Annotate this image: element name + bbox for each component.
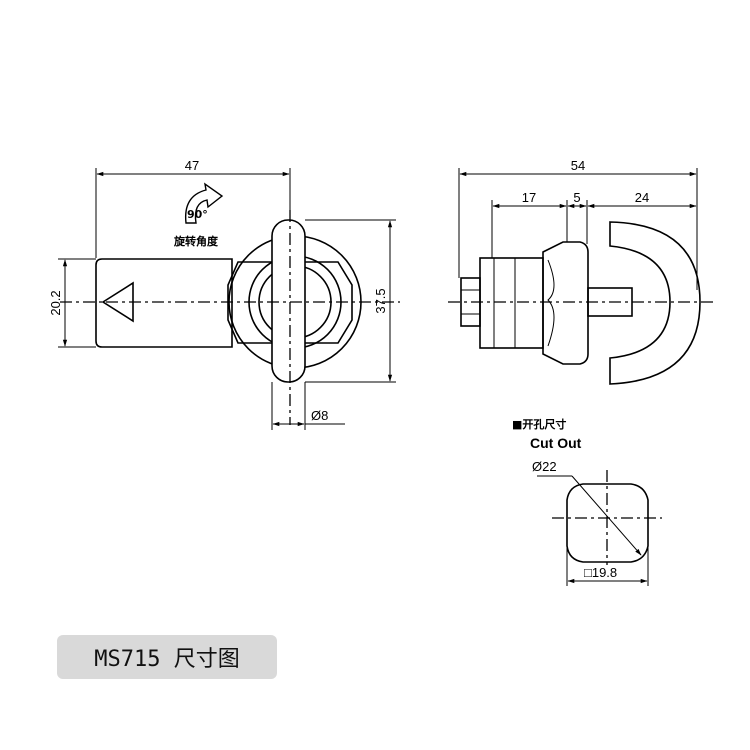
lock-body xyxy=(95,258,233,348)
dim-dia-label: Ø8 xyxy=(311,408,328,423)
svg-text:90°: 90° xyxy=(187,208,208,221)
front-view: 47 20.2 37.5 Ø8 90° 旋转角度 xyxy=(48,158,400,430)
cutout-dia-label: Ø22 xyxy=(532,459,557,474)
dim-b-label: 5 xyxy=(573,190,580,205)
drawing-caption: MS715 尺寸图 xyxy=(57,635,277,679)
cutout-title-en: Cut Out xyxy=(530,435,582,451)
side-cam xyxy=(609,221,701,385)
dim-c-label: 24 xyxy=(635,190,649,205)
rotation-icon: 90° xyxy=(184,182,224,224)
dim-height-body-label: 20.2 xyxy=(48,290,63,315)
cutout-view: ■开孔尺寸 Cut Out Ø22 □19.8 xyxy=(512,417,662,586)
rotation-label: 旋转角度 xyxy=(173,234,219,248)
dim-width-label: 47 xyxy=(185,158,199,173)
hex-nut xyxy=(227,261,353,344)
cutout-title-cn: ■开孔尺寸 xyxy=(512,417,566,431)
side-thread-body xyxy=(479,257,544,349)
cutout-shape xyxy=(566,483,649,563)
handle xyxy=(271,219,306,383)
side-flange xyxy=(542,241,589,365)
side-view: 54 17 5 24 xyxy=(448,158,715,385)
dim-total-label: 54 xyxy=(571,158,585,173)
dim-a-label: 17 xyxy=(522,190,536,205)
cutout-square-label: □19.8 xyxy=(584,565,617,580)
dim-height-total-label: 37.5 xyxy=(373,288,388,313)
